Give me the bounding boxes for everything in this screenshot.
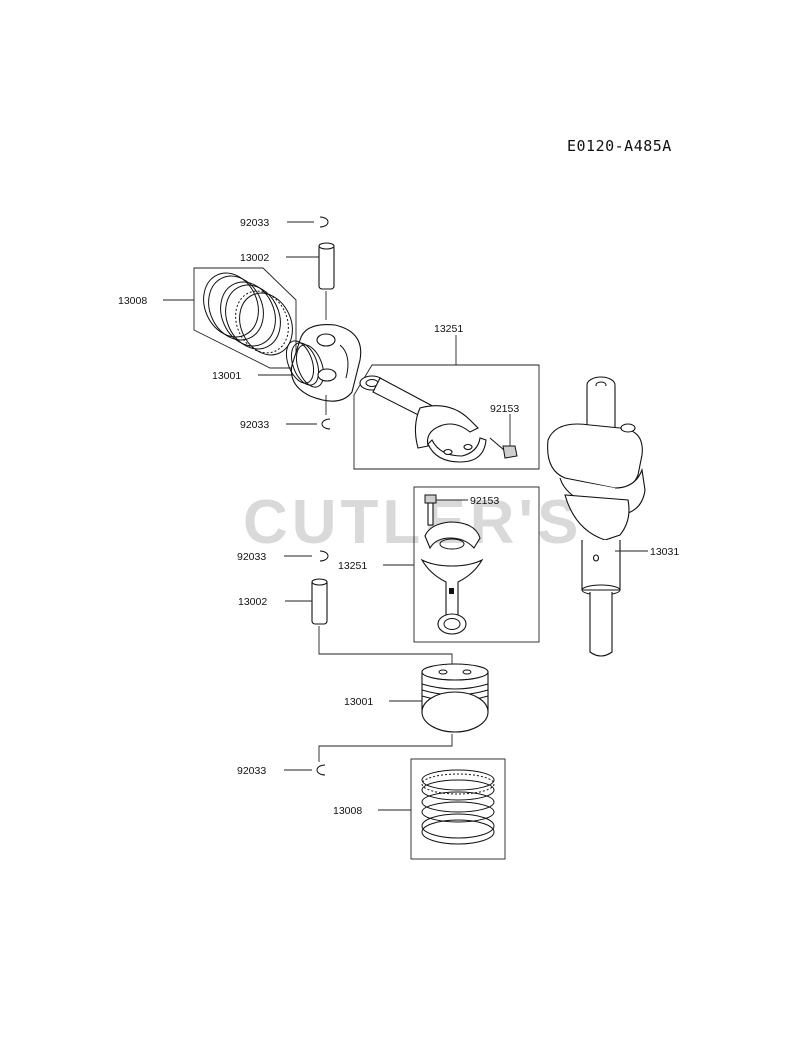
rod-bracket-upper	[353, 364, 540, 470]
label-piston-upper: 13001	[212, 370, 241, 382]
rings-bracket-upper	[193, 267, 297, 369]
label-snap-ring-lower-bottom: 92033	[237, 765, 266, 777]
label-crankshaft: 13031	[650, 546, 679, 558]
piston-rings-upper[interactable]	[193, 264, 302, 363]
connecting-rod-lower[interactable]	[420, 521, 484, 635]
label-rod-upper: 13251	[434, 323, 463, 335]
rings-bracket-lower	[410, 758, 506, 860]
pin-path-lower-bottom	[318, 734, 453, 762]
snap-ring-upper-bottom[interactable]	[321, 418, 331, 430]
piston-rings-lower[interactable]	[421, 769, 495, 845]
drawing-code: E0120-A485A	[567, 137, 672, 155]
snap-ring-lower-bottom[interactable]	[316, 764, 326, 776]
connecting-rod-upper[interactable]	[359, 375, 487, 463]
rod-bolt-lower[interactable]	[424, 494, 437, 526]
label-piston-lower: 13001	[344, 696, 373, 708]
watermark: CUTLER'S	[243, 488, 583, 557]
label-snap-ring-upper-bottom: 92033	[240, 419, 269, 431]
label-rod-lower: 13251	[338, 560, 367, 572]
rod-bracket-lower	[413, 486, 540, 643]
label-snap-ring-upper-top: 92033	[240, 217, 269, 229]
piston-upper[interactable]	[281, 324, 362, 402]
label-rings-upper: 13008	[118, 295, 147, 307]
piston-pin-upper[interactable]	[318, 242, 335, 290]
rod-bolt-upper[interactable]	[489, 437, 518, 459]
snap-ring-lower-top[interactable]	[319, 550, 329, 562]
pin-path-lower	[318, 626, 453, 670]
label-pin-lower: 13002	[238, 596, 267, 608]
piston-lower[interactable]	[421, 663, 489, 733]
label-rod-bolt-lower: 92153	[470, 495, 499, 507]
label-snap-ring-lower-top: 92033	[237, 551, 266, 563]
crankshaft[interactable]	[547, 376, 646, 657]
label-pin-upper: 13002	[240, 252, 269, 264]
snap-ring-upper-top[interactable]	[319, 216, 329, 228]
label-rod-bolt-upper: 92153	[490, 403, 519, 415]
piston-pin-lower[interactable]	[311, 578, 328, 625]
label-rings-lower: 13008	[333, 805, 362, 817]
